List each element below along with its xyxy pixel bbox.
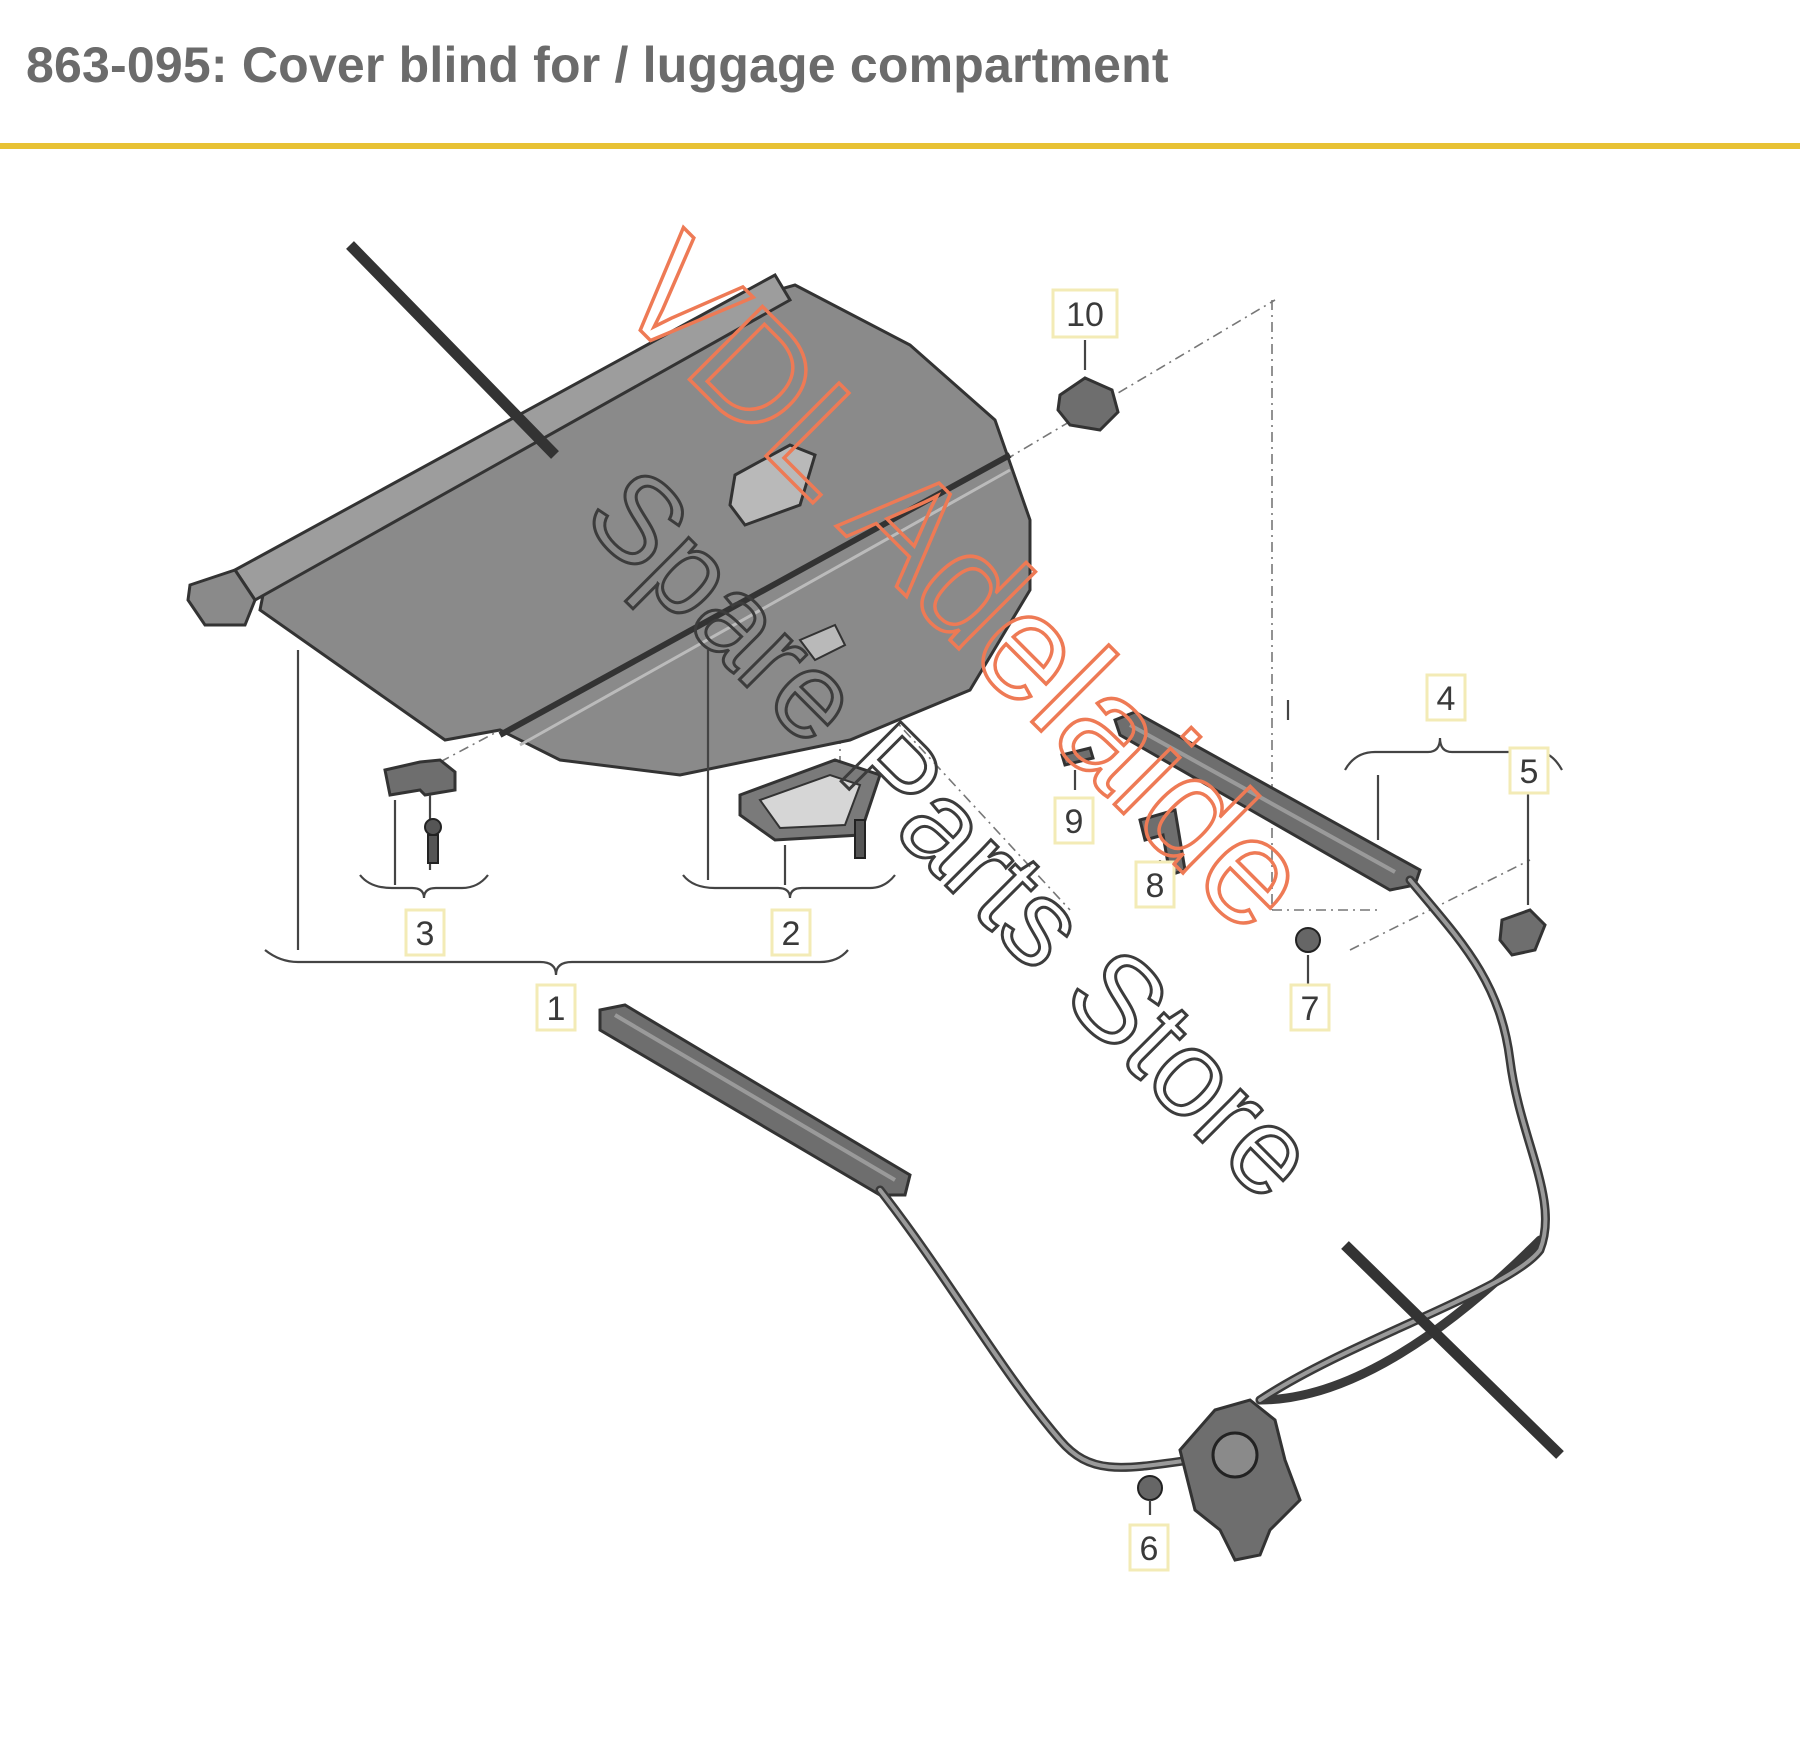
- callout-1: 1: [535, 983, 577, 1032]
- callout-4-label: 4: [1437, 680, 1456, 718]
- callout-2: 2: [770, 908, 812, 957]
- callout-8: 8: [1134, 860, 1176, 909]
- callout-9: 9: [1053, 796, 1095, 845]
- cable-clip: [1498, 908, 1547, 957]
- callout-7: 7: [1289, 983, 1331, 1032]
- drive-motor-with-cables: [875, 875, 1551, 1562]
- callout-7-label: 7: [1301, 990, 1320, 1028]
- callout-9-label: 9: [1065, 803, 1084, 841]
- callout-4: 4: [1425, 673, 1467, 722]
- callout-3-label: 3: [416, 915, 435, 953]
- callout-8-label: 8: [1146, 867, 1165, 905]
- callout-1-label: 1: [547, 990, 566, 1028]
- callout-6-label: 6: [1140, 1530, 1159, 1568]
- callout-10: 10: [1051, 288, 1119, 339]
- guide-rail-left: [598, 1003, 912, 1197]
- page-title: 863-095: Cover blind for / luggage compa…: [26, 37, 1169, 93]
- title-divider: [0, 143, 1800, 149]
- watermark-slash-top: [346, 241, 559, 459]
- callout-10-label: 10: [1066, 296, 1104, 334]
- mounting-bracket: [383, 758, 457, 870]
- handle-recess: [738, 758, 882, 859]
- callout-2-label: 2: [782, 915, 801, 953]
- callout-6: 6: [1128, 1523, 1170, 1572]
- callout-3: 3: [404, 908, 446, 957]
- watermark-slash-bottom: [1341, 1241, 1564, 1459]
- callout-5: 5: [1508, 746, 1550, 795]
- cover-blind-cassette: [186, 272, 1032, 777]
- callout-5-label: 5: [1520, 753, 1539, 791]
- end-cap-clip: [1056, 376, 1120, 432]
